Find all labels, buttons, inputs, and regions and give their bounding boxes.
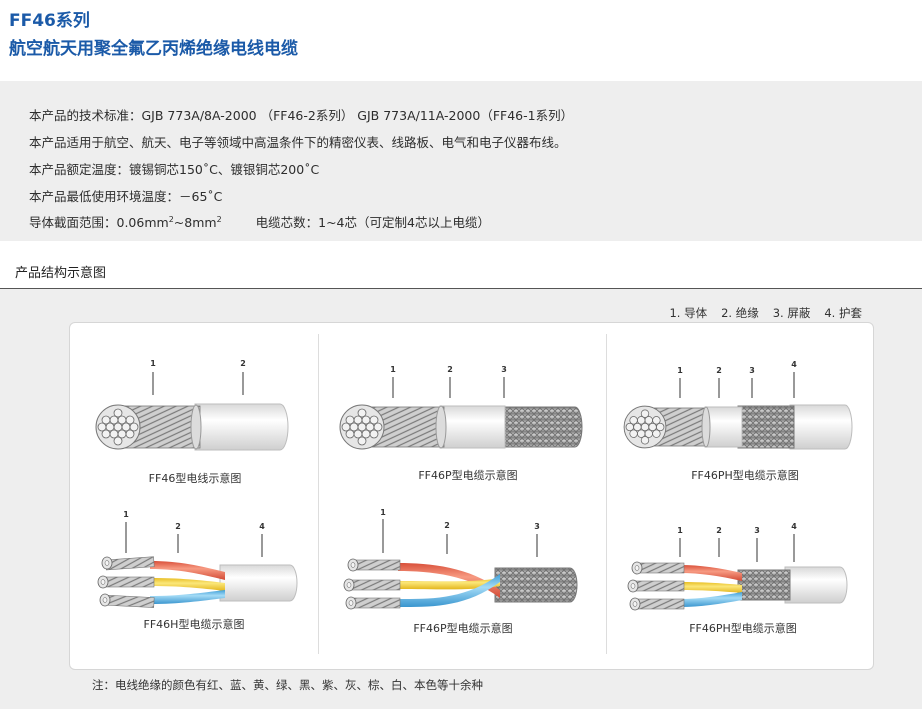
sup-a: 2 [168,214,174,224]
product-series-title: FF46系列 [9,11,90,31]
callout-number: 3 [534,522,540,531]
column-divider [606,334,607,654]
product-name-title: 航空航天用聚全氟乙丙烯绝缘电线电缆 [9,39,298,59]
caption-ff46ph-multicore-cable: FF46PH型电缆示意图 [689,622,797,635]
spec-rated-temp: 本产品额定温度：镀锡铜芯150˚C、镀银铜芯200˚C [29,162,320,177]
callout-number: 1 [390,365,396,374]
spec-panel [0,81,922,241]
column-divider [318,334,319,654]
callout-number: 2 [175,522,181,531]
section-divider [0,288,922,289]
callout-number: 4 [259,522,265,531]
callout-number: 1 [677,526,683,535]
ff46p-cable-illustration [339,404,583,450]
caption-ff46ph-cable: FF46PH型电缆示意图 [691,469,799,482]
caption-ff46p-twisted-cable: FF46P型电缆示意图 [413,622,513,635]
ff46-wire-illustration [95,403,289,451]
callout-number: 4 [791,522,797,531]
legend-jacket: 4. 护套 [824,306,862,320]
callout-number: 1 [123,510,129,519]
spec-standard: 本产品的技术标准：GJB 773A/8A-2000 （FF46-2系列） GJB… [29,108,574,123]
section-title: 产品结构示意图 [15,266,107,281]
callout-number: 1 [380,508,386,517]
callout-number: 2 [716,366,722,375]
callout-number: 2 [444,521,450,530]
callout-number: 1 [150,359,156,368]
callout-number: 3 [754,526,760,535]
callout-number: 3 [501,365,507,374]
section-mid: ~8mm [173,215,217,230]
sup-b: 2 [216,214,222,224]
spec-cores: 电缆芯数：1~4芯（可定制4芯以上电缆） [255,215,490,230]
color-note: 注：电线绝缘的颜色有红、蓝、黄、绿、黑、紫、灰、棕、白、本色等十余种 [92,678,483,692]
callout-number: 4 [791,360,797,369]
legend-insulation: 2. 绝缘 [721,306,759,320]
section-prefix: 导体截面范围：0.06mm [29,215,169,230]
spec-section-range: 导体截面范围：0.06mm2~8mm2 电缆芯数：1~4芯（可定制4芯以上电缆） [29,212,490,231]
diagram-box [69,322,874,670]
callout-number: 3 [749,366,755,375]
legend-conductor: 1. 导体 [669,306,708,320]
spec-min-temp: 本产品最低使用环境温度：－65˚C [29,189,223,204]
callout-number: 2 [240,359,246,368]
caption-ff46p-cable: FF46P型电缆示意图 [418,469,518,482]
caption-ff46-wire: FF46型电线示意图 [148,472,242,485]
ff46ph-cable-illustration [623,404,853,450]
ff46h-cable-illustration [97,556,298,608]
legend: 1. 导体 2. 绝缘 3. 屏蔽 4. 护套 [669,305,862,321]
legend-shield: 3. 屏蔽 [772,306,811,320]
ff46p-twisted-cable-illustration [343,558,578,610]
ff46ph-multicore-cable-illustration [627,561,848,611]
callout-number: 2 [447,365,453,374]
callout-number: 2 [716,526,722,535]
spec-application: 本产品适用于航空、航天、电子等领域中高温条件下的精密仪表、线路板、电气和电子仪器… [29,135,567,150]
caption-ff46h-cable: FF46H型电缆示意图 [143,618,245,631]
callout-number: 1 [677,366,683,375]
